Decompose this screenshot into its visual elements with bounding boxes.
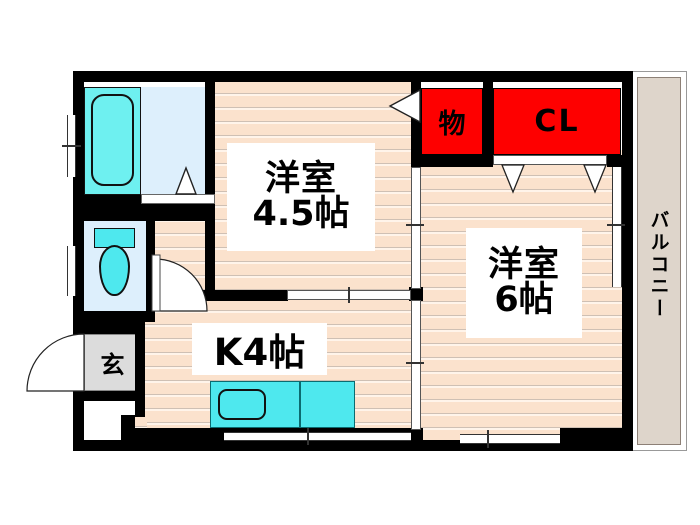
closet-folding-doors[interactable] — [493, 155, 607, 165]
storage-mono-label: 物 — [438, 109, 466, 140]
closet-cl-box[interactable]: CL — [493, 88, 621, 155]
washroom-floor — [140, 87, 215, 195]
wall-45-left — [205, 205, 215, 300]
room6-bottom-window[interactable] — [460, 434, 560, 444]
wall-bottom — [73, 440, 633, 451]
label-washitsu-45-size: 4.5帖 — [252, 194, 350, 234]
storage-mono-box[interactable]: 物 — [421, 88, 483, 155]
toilet-bowl-icon — [99, 245, 130, 296]
closet-cl-label: CL — [534, 104, 580, 139]
wall-genkan-bottom — [84, 391, 145, 401]
sliding-door-rooms-upper[interactable] — [411, 167, 421, 289]
wall-genkan-right — [135, 322, 145, 417]
wall-under-mono — [411, 155, 493, 167]
balcony-sliding-window[interactable] — [612, 167, 622, 287]
room6-bottom-window-mullion — [487, 430, 489, 448]
sliding-door-rooms-upper-mullion — [406, 224, 424, 226]
wall-45-kitchen — [196, 290, 288, 301]
wall-unit-bottom-right — [560, 428, 622, 442]
toilet-window[interactable] — [67, 246, 76, 296]
kitchen-counter-divider — [299, 381, 301, 428]
sliding-door-45-kitchen-mullion — [348, 287, 350, 303]
sliding-door-rooms-lower[interactable] — [411, 300, 421, 430]
wall-between-rooms-node — [409, 287, 423, 301]
balcony-label: バルコニー — [647, 210, 670, 320]
wall-between-mono-cl — [483, 82, 493, 156]
wall-toilet-right — [146, 221, 155, 311]
kitchen-bottom-window-mullion — [307, 428, 309, 445]
wall-right — [622, 71, 633, 451]
wall-top — [73, 71, 633, 82]
label-kitchen: K4帖 — [192, 323, 327, 375]
wall-kitchen-west-edge — [121, 415, 135, 429]
label-washitsu-6-size: 6帖 — [494, 280, 554, 320]
wall-cl-right-stub — [607, 155, 622, 167]
balcony-floor — [637, 77, 681, 445]
bathtub-icon — [91, 94, 134, 186]
label-washitsu-6-name: 洋室 — [487, 245, 560, 285]
sliding-door-rooms-lower-mullion — [406, 362, 424, 364]
balcony-window-mullion — [607, 224, 625, 226]
kitchen-bottom-window[interactable] — [224, 432, 411, 441]
washroom-door[interactable] — [141, 194, 215, 204]
wall-washroom-right — [205, 82, 215, 195]
wall-between-rooms-bottom-node — [409, 428, 423, 442]
label-washitsu-45: 洋室 4.5帖 — [227, 143, 375, 251]
wall-toilet-bottom — [84, 311, 155, 322]
wall-left — [73, 71, 84, 451]
label-washitsu-45-name: 洋室 — [264, 159, 337, 199]
entry-tile — [84, 334, 141, 391]
genkan-label: 玄 — [100, 351, 125, 379]
wall-toilet-top — [84, 205, 215, 221]
wall-genkan-top — [84, 322, 145, 334]
label-washitsu-6: 洋室 6帖 — [466, 228, 582, 338]
kitchen-sink-basin-icon — [218, 389, 266, 420]
bath-window-mullion — [62, 145, 81, 147]
